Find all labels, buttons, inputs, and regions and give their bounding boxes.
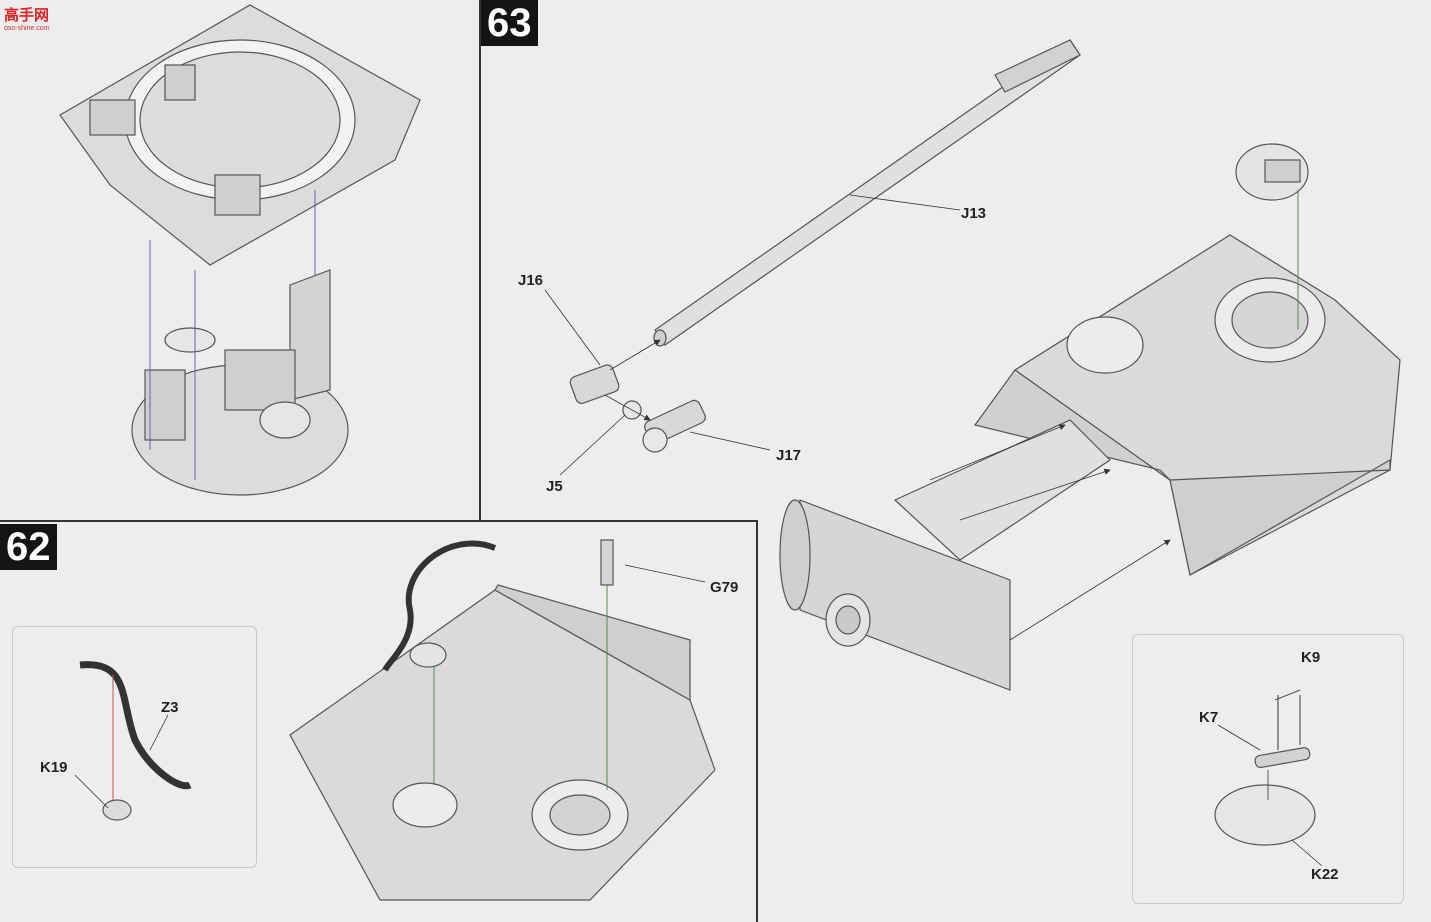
callout-g79: G79 (710, 579, 739, 596)
site-logo-name: 高手网 (4, 7, 50, 24)
inset-k9-k7-k22-art (1214, 689, 1323, 867)
inset-k9-k7-k22 (1132, 634, 1404, 904)
divider-vertical-bottom (756, 520, 758, 922)
turret-shell (973, 234, 1401, 576)
turret-basket-floor (131, 269, 349, 496)
part-g79 (600, 539, 614, 586)
callout-z3: Z3 (161, 699, 179, 716)
step-badge-62: 62 (0, 524, 57, 570)
divider-horizontal (0, 520, 758, 522)
parts-j16-j5-j17 (569, 364, 706, 453)
callout-k9: K9 (1301, 649, 1321, 666)
turret-hull-step62 (289, 584, 716, 901)
site-logo-domain: oso-shine.com (4, 25, 50, 32)
inset-z3-k19-art (74, 661, 192, 821)
callout-k19: K19 (40, 759, 68, 776)
guide-lines-basket (149, 190, 316, 480)
inset-z3-k19 (12, 626, 257, 868)
gun-mantlet (779, 419, 1111, 691)
callout-j5: J5 (546, 478, 563, 495)
callout-j17: J17 (776, 447, 802, 464)
mantlet-guide-arrows (929, 424, 1171, 641)
callout-k7: K7 (1199, 709, 1219, 726)
cable-part (382, 540, 497, 672)
callout-j16: J16 (518, 272, 544, 289)
socket-part (409, 642, 447, 668)
leaders-step63-small (544, 289, 771, 476)
leader-g79 (624, 564, 706, 583)
turret-ring-assembly (59, 4, 421, 266)
divider-vertical-top (479, 0, 481, 522)
step-badge-63: 63 (481, 0, 538, 46)
hatch-cover (1235, 143, 1309, 201)
site-logo: 高手网 oso-shine.com (4, 4, 70, 40)
leader-j13 (849, 194, 961, 211)
callout-j13: J13 (961, 205, 987, 222)
callout-k22: K22 (1311, 866, 1339, 883)
guide-lines-step62 (433, 585, 608, 790)
gun-barrel-j13 (653, 39, 1081, 347)
